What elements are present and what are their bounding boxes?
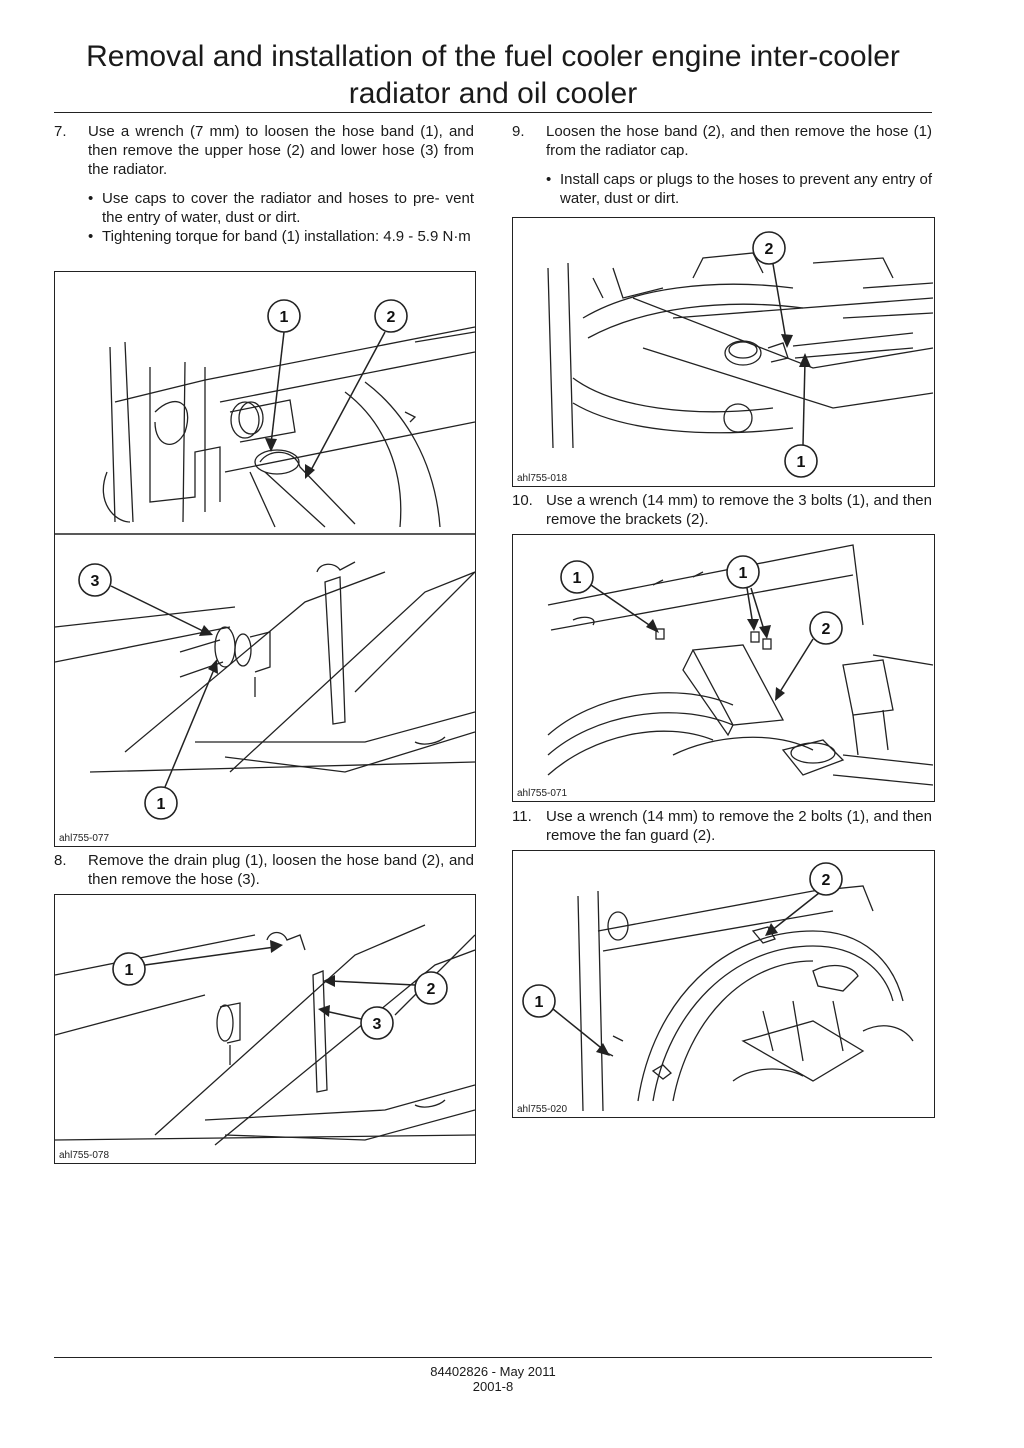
- step-9: 9. Loosen the hose band (2), and then re…: [512, 122, 932, 160]
- step-number: 11.: [512, 808, 532, 825]
- figure-077-callout-3: 3: [91, 573, 100, 590]
- figure-078-callout-3: 3: [373, 1016, 382, 1033]
- step-8: 8. Remove the drain plug (1), loosen the…: [54, 851, 474, 889]
- figure-reference: ahl755-071: [517, 788, 568, 799]
- step-text: Use a wrench (14 mm) to remove the 2 bol…: [546, 808, 932, 844]
- figure-078-illustration: 1 2 3: [55, 924, 475, 1146]
- step-text: Use a wrench (7 mm) to loosen the hose b…: [88, 123, 474, 178]
- figure-077-callout-2: 2: [387, 309, 396, 326]
- step-10: 10. Use a wrench (14 mm) to remove the 3…: [512, 491, 932, 529]
- figure-ahl755-071: 1 1 2 ahl755-071: [512, 534, 935, 802]
- figure-020-callout-2: 2: [822, 872, 831, 889]
- step-11: 11. Use a wrench (14 mm) to remove the 2…: [512, 807, 932, 845]
- figure-071-callout-1b: 1: [739, 565, 748, 582]
- step-number: 9.: [512, 123, 525, 140]
- step-7-bullet-2: • Tightening torque for band (1) install…: [88, 227, 474, 246]
- bullet-text: Install caps or plugs to the hoses to pr…: [560, 171, 932, 207]
- figure-078-callout-2: 2: [427, 981, 436, 998]
- figure-ahl755-020: 2 1 ahl755-020: [512, 850, 935, 1118]
- bullet-dot: •: [88, 190, 94, 207]
- figure-020-illustration: 2 1: [522, 862, 914, 1112]
- figure-020-callout-1: 1: [535, 994, 544, 1011]
- step-text: Remove the drain plug (1), loosen the ho…: [88, 852, 474, 888]
- bullet-text: Use caps to cover the radiator and hoses…: [102, 190, 474, 226]
- figure-ahl755-077: 1 2 3 1 ahl755-077: [54, 271, 476, 847]
- step-number: 7.: [54, 123, 67, 140]
- figure-ahl755-078: 1 2 3 ahl755-078: [54, 894, 476, 1164]
- figure-reference: ahl755-077: [59, 833, 110, 844]
- step-number: 10.: [512, 492, 533, 509]
- step-text: Use a wrench (14 mm) to remove the 3 bol…: [546, 492, 932, 528]
- figure-077-callout-1b: 1: [157, 796, 166, 813]
- figure-reference: ahl755-018: [517, 473, 568, 484]
- figure-reference: ahl755-078: [59, 1150, 110, 1161]
- page-title-line-1: Removal and installation of the fuel coo…: [86, 40, 900, 73]
- footer-page-number: 2001-8: [472, 1379, 514, 1394]
- bullet-text: Tightening torque for band (1) installat…: [102, 228, 471, 245]
- step-text: Loosen the hose band (2), and then remov…: [546, 123, 932, 159]
- step-number: 8.: [54, 852, 67, 869]
- step-9-bullet-1: • Install caps or plugs to the hoses to …: [546, 170, 932, 208]
- footer-document-id: 84402826 - May 2011: [430, 1364, 556, 1379]
- header-divider: [54, 112, 932, 113]
- figure-018-callout-2: 2: [765, 241, 774, 258]
- figure-077-illustration: 1 2 3 1: [55, 299, 475, 820]
- figure-018-callout-1: 1: [797, 454, 806, 471]
- figure-ahl755-018: 2 1 ahl755-018: [512, 217, 935, 487]
- figure-071-illustration: 1 1 2: [547, 544, 934, 786]
- footer-divider: [54, 1357, 932, 1358]
- figure-reference: ahl755-020: [517, 1104, 568, 1115]
- figure-071-callout-1: 1: [573, 570, 582, 587]
- bullet-dot: •: [88, 228, 94, 245]
- figure-018-illustration: 2 1: [547, 231, 934, 478]
- figure-078-callout-1: 1: [125, 962, 134, 979]
- step-7: 7. Use a wrench (7 mm) to loosen the hos…: [54, 122, 474, 179]
- footer: 84402826 - May 2011 2001-8: [54, 1364, 932, 1394]
- bullet-dot: •: [546, 171, 552, 188]
- page-title: Removal and installation of the fuel coo…: [54, 38, 932, 112]
- step-7-bullet-1: • Use caps to cover the radiator and hos…: [88, 189, 474, 227]
- figure-077-callout-1: 1: [280, 309, 289, 326]
- page-title-line-2: radiator and oil cooler: [348, 77, 638, 110]
- figure-071-callout-2: 2: [822, 621, 831, 638]
